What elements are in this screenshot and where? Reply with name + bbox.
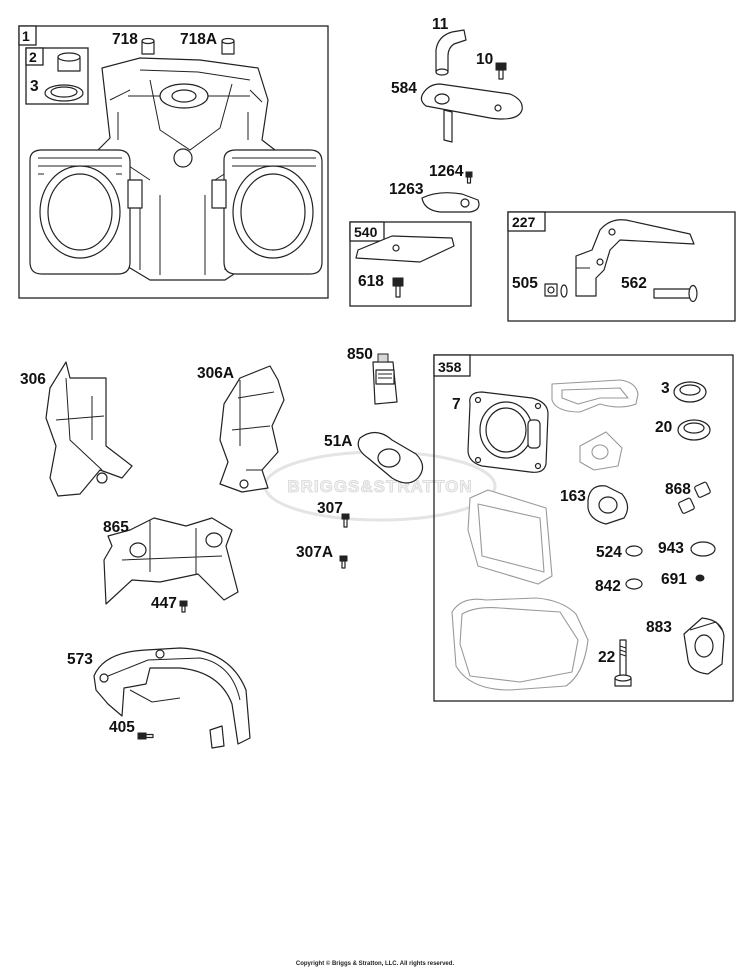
box-227-bracket: 227 505 562 bbox=[507, 211, 736, 322]
box-540-number: 540 bbox=[354, 224, 378, 240]
oil-seal-part-3-kit[interactable] bbox=[673, 381, 707, 403]
copyright-notice: Copyright © Briggs & Stratton, LLC. All … bbox=[295, 961, 455, 967]
label-22: 22 bbox=[598, 649, 615, 666]
pin-part-562[interactable] bbox=[653, 284, 698, 303]
exhaust-gasket-part-163[interactable] bbox=[587, 485, 629, 525]
label-405: 405 bbox=[109, 719, 135, 736]
box-2-number: 2 bbox=[29, 49, 37, 65]
breather-assembly: 11 10 584 1264 1263 bbox=[389, 16, 523, 213]
gasket-part-540[interactable] bbox=[355, 235, 455, 263]
label-718a: 718A bbox=[180, 31, 217, 48]
sealant-tube-part-850[interactable] bbox=[372, 353, 398, 405]
oil-seal-part-20[interactable] bbox=[677, 419, 711, 441]
label-447: 447 bbox=[151, 595, 177, 612]
label-306: 306 bbox=[20, 371, 46, 388]
o-ring-part-842[interactable] bbox=[625, 578, 643, 590]
label-524: 524 bbox=[596, 544, 622, 561]
label-307a: 307A bbox=[296, 544, 333, 561]
label-10: 10 bbox=[476, 51, 493, 68]
label-868: 868 bbox=[665, 481, 691, 498]
o-ring-part-943[interactable] bbox=[690, 541, 716, 557]
center-shroud-part-865[interactable] bbox=[103, 517, 239, 605]
label-505: 505 bbox=[512, 275, 538, 292]
screw-part-618[interactable] bbox=[392, 277, 404, 298]
cylinder-shroud-306[interactable] bbox=[45, 361, 133, 497]
screw-part-405[interactable] bbox=[137, 732, 154, 740]
box-358-number: 358 bbox=[438, 359, 462, 375]
washer-part-505[interactable] bbox=[560, 284, 568, 298]
label-20: 20 bbox=[655, 419, 672, 436]
label-865: 865 bbox=[103, 519, 129, 536]
head-gasket-part-7[interactable] bbox=[467, 391, 549, 473]
label-850: 850 bbox=[347, 346, 373, 363]
screw-part-307a[interactable] bbox=[339, 555, 348, 569]
blower-housing-part-573[interactable] bbox=[93, 647, 251, 749]
box-1-number: 1 bbox=[22, 28, 30, 44]
box-540-breather-gasket: 540 618 bbox=[349, 221, 472, 307]
box-358-gasket-set: 358 bbox=[433, 354, 734, 702]
valve-cover-gasket-ghost[interactable] bbox=[551, 379, 639, 413]
watermark-logo: BRIGGS&STRATTON bbox=[263, 450, 497, 522]
cover-gasket-ghost[interactable] bbox=[467, 489, 553, 585]
label-163: 163 bbox=[560, 488, 586, 505]
dowel-pin-718[interactable] bbox=[141, 37, 155, 55]
bushing-part-2[interactable] bbox=[57, 52, 81, 72]
intake-gasket-ghost[interactable] bbox=[579, 431, 623, 471]
breather-tube-part-11[interactable] bbox=[435, 29, 467, 76]
intake-gasket-part-51a[interactable] bbox=[357, 431, 424, 484]
box-1-cylinder-block: 1 2 bbox=[18, 25, 329, 299]
plate-part-1263[interactable] bbox=[421, 192, 480, 213]
screw-part-447[interactable] bbox=[179, 600, 188, 613]
label-51a: 51A bbox=[324, 433, 352, 450]
watermark-text: BRIGGS&STRATTON bbox=[287, 477, 472, 496]
bolt-part-22[interactable] bbox=[614, 639, 632, 687]
label-306a: 306A bbox=[197, 365, 234, 382]
label-943: 943 bbox=[658, 540, 684, 557]
cylinder-block-drawing[interactable] bbox=[29, 57, 323, 281]
screw-part-307[interactable] bbox=[341, 513, 350, 528]
label-1264: 1264 bbox=[429, 163, 464, 180]
label-7: 7 bbox=[452, 396, 461, 413]
label-842: 842 bbox=[595, 578, 621, 595]
label-307: 307 bbox=[317, 500, 343, 517]
gasket-part-883[interactable] bbox=[683, 617, 725, 675]
box-227-number: 227 bbox=[512, 214, 536, 230]
label-562: 562 bbox=[621, 275, 647, 292]
label-11: 11 bbox=[432, 16, 449, 33]
o-ring-part-524[interactable] bbox=[625, 545, 643, 557]
nut-part-505[interactable] bbox=[544, 283, 558, 297]
bracket-part-227[interactable] bbox=[575, 219, 695, 297]
screw-part-10[interactable] bbox=[495, 62, 507, 80]
label-573: 573 bbox=[67, 651, 93, 668]
label-883: 883 bbox=[646, 619, 672, 636]
oil-seal-part-3[interactable] bbox=[44, 84, 84, 102]
label-691: 691 bbox=[661, 571, 687, 588]
label-718: 718 bbox=[112, 31, 138, 48]
label-618: 618 bbox=[358, 273, 384, 290]
label-3-seal: 3 bbox=[30, 78, 39, 95]
dowel-pin-718a[interactable] bbox=[221, 37, 235, 55]
label-584: 584 bbox=[391, 80, 417, 97]
label-1263: 1263 bbox=[389, 181, 424, 198]
crankcase-gasket-ghost[interactable] bbox=[451, 597, 589, 691]
o-ring-part-691[interactable] bbox=[695, 574, 705, 582]
cylinder-shroud-306a[interactable] bbox=[219, 365, 285, 493]
dowel-part-868[interactable] bbox=[678, 481, 711, 514]
label-3-kit: 3 bbox=[661, 380, 670, 397]
screw-part-1264[interactable] bbox=[465, 171, 473, 184]
breather-plate-part-584[interactable] bbox=[420, 83, 523, 143]
